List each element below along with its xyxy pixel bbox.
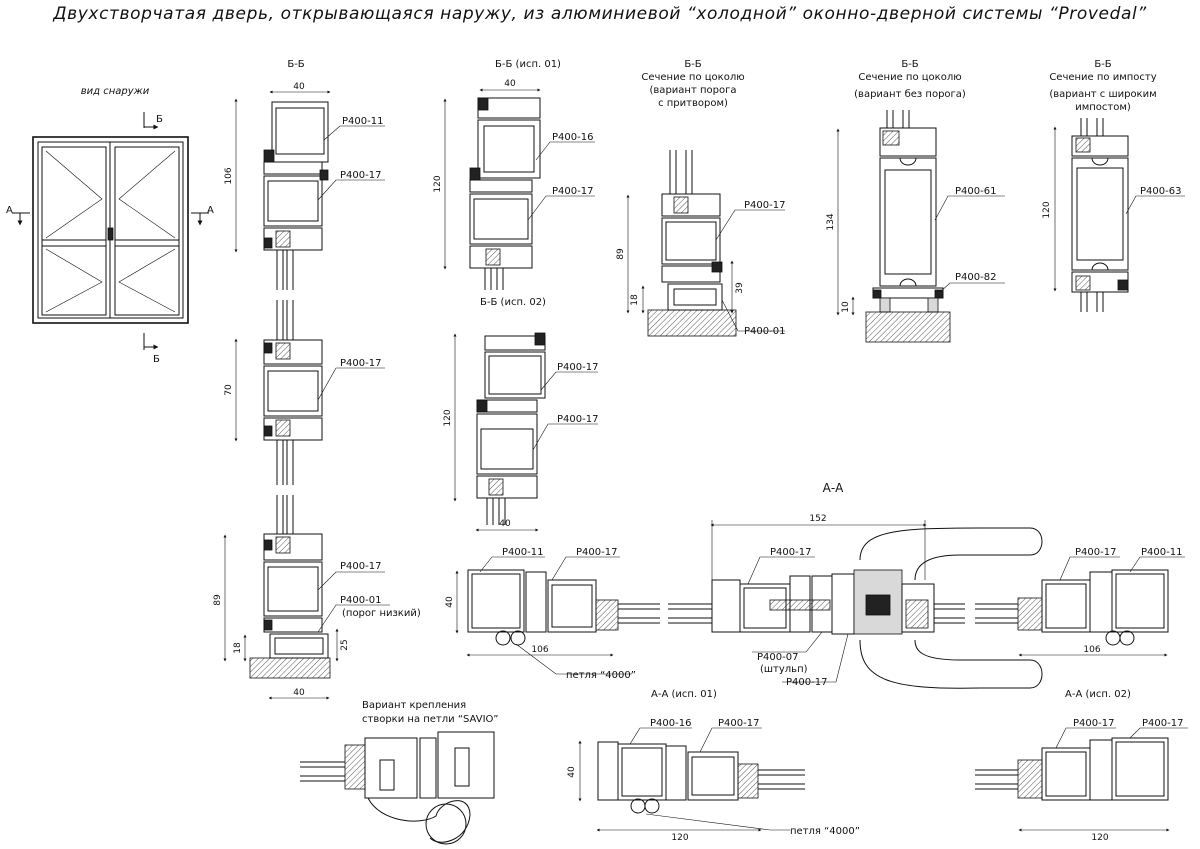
dim-40: 40	[567, 766, 577, 778]
plinth1-sub2: (вариант порога	[650, 85, 737, 96]
section-plinth-with-rebate: Б-Б Сечение по цоколю (вариант порога с …	[616, 59, 785, 337]
label-p400-11: P400-11	[342, 116, 383, 127]
label-p400-01: P400-01	[744, 326, 785, 337]
label-p400-07: P400-07	[757, 652, 798, 663]
cut-b-bottom: Б	[153, 354, 160, 365]
dim-40-top: 40	[293, 82, 305, 92]
cut-b-top: Б	[156, 114, 163, 125]
savio-line2: створки на петли “SAVIO”	[362, 714, 498, 725]
dim-120: 120	[443, 409, 453, 426]
dim-89: 89	[616, 248, 626, 260]
savio-line1: Вариант крепления	[362, 700, 466, 711]
label-p400-17-a: P400-17	[1073, 718, 1114, 729]
dim-89: 89	[213, 594, 223, 606]
section-wide-mullion: Б-Б Сечение по импосту (вариант с широки…	[1042, 59, 1185, 312]
label-mid-p400-17: P400-17	[770, 547, 811, 558]
label-p400-82: P400-82	[955, 272, 996, 283]
label-p400-01: P400-01	[340, 595, 381, 606]
dim-152: 152	[809, 514, 826, 524]
plinth2-sub2: (вариант без порога)	[854, 89, 966, 100]
label-p400-63: P400-63	[1140, 186, 1181, 197]
dim-10: 10	[841, 301, 851, 313]
label-p400-17: P400-17	[552, 186, 593, 197]
dim-120: 120	[671, 833, 688, 843]
section-bb-02-caption: Б-Б (исп. 02)	[480, 297, 546, 308]
label-left-p400-11: P400-11	[502, 547, 543, 558]
cut-a-left: А	[6, 205, 13, 216]
plinth1-caption: Б-Б	[684, 59, 701, 70]
label-p400-17-b: P400-17	[1142, 718, 1183, 729]
section-aa-02-caption: А-А (исп. 02)	[1065, 689, 1131, 700]
dim-120: 120	[1091, 833, 1108, 843]
cut-a-right: А	[207, 205, 214, 216]
dim-40: 40	[504, 79, 516, 89]
label-p400-17: P400-17	[718, 718, 759, 729]
label-low-threshold: (порог низкий)	[342, 608, 421, 619]
label-p400-61: P400-61	[955, 186, 996, 197]
label-p400-17-a: P400-17	[340, 170, 381, 181]
section-aa-02: А-А (исп. 02) 120 P400-17 P400-17	[975, 689, 1188, 843]
section-bb-01-caption: Б-Б (исп. 01)	[495, 59, 561, 70]
label-p400-17: P400-17	[744, 200, 785, 211]
mullion-sub3: импостом)	[1075, 102, 1131, 113]
label-right-p400-11: P400-11	[1141, 547, 1182, 558]
section-bb-01: Б-Б (исп. 01) 40 120 P400-16 P400-17	[433, 59, 595, 290]
plinth1-sub3: с притвором)	[658, 98, 728, 109]
label-hinge-4000: петля “4000”	[566, 670, 636, 681]
label-right-p400-17: P400-17	[1075, 547, 1116, 558]
section-aa-01-caption: А-А (исп. 01)	[651, 689, 717, 700]
mullion-caption: Б-Б	[1094, 59, 1111, 70]
section-aa-caption: А-А	[823, 481, 845, 495]
section-savio-hinge: Вариант крепления створки на петли “SAVI…	[300, 700, 498, 845]
dim-40: 40	[445, 596, 455, 608]
label-mid-p400-17-b: P400-17	[786, 677, 827, 688]
dim-25: 25	[340, 639, 350, 650]
plinth2-caption: Б-Б	[901, 59, 918, 70]
section-plinth-no-threshold: Б-Б Сечение по цоколю (вариант без порог…	[826, 59, 1005, 343]
dim-39: 39	[735, 282, 745, 294]
plinth1-sub1: Сечение по цоколю	[641, 72, 744, 83]
label-p400-17-b: P400-17	[557, 414, 598, 425]
dim-134: 134	[826, 213, 836, 230]
door-elevation: вид снаружи Б Б А А	[6, 86, 214, 365]
dim-40: 40	[499, 519, 511, 529]
label-p400-17-c: P400-17	[340, 561, 381, 572]
label-astragal: (штульп)	[760, 664, 808, 675]
dim-106-right: 106	[1083, 645, 1100, 655]
dim-120: 120	[1042, 201, 1052, 218]
dim-18: 18	[630, 294, 640, 306]
section-bb-02: Б-Б (исп. 02) 120 40 P400-17 P400-17	[443, 297, 598, 532]
mullion-sub2: (вариант с широким	[1049, 89, 1156, 100]
label-p400-17-b: P400-17	[340, 358, 381, 369]
dim-70: 70	[224, 384, 234, 396]
section-aa-01: А-А (исп. 01) 40 120 P400-16 P400-17 пет…	[567, 689, 860, 843]
plinth2-sub1: Сечение по цоколю	[858, 72, 961, 83]
section-bb: Б-Б 40 106 P400-11 P400-17	[213, 59, 421, 700]
label-p400-16: P400-16	[552, 132, 593, 143]
label-p400-16: P400-16	[650, 718, 691, 729]
dim-40-bottom: 40	[293, 688, 305, 698]
elevation-caption: вид снаружи	[81, 86, 150, 97]
dim-106: 106	[224, 167, 234, 184]
sheet-title: Двухстворчатая дверь, открывающаяся нару…	[52, 4, 1146, 24]
dim-106-left: 106	[531, 645, 548, 655]
mullion-sub1: Сечение по импосту	[1049, 72, 1156, 83]
label-left-p400-17: P400-17	[576, 547, 617, 558]
label-hinge-4000: петля “4000”	[790, 826, 860, 837]
section-aa: А-А 152 40 106 P400-11 P400-17 петля “40…	[445, 481, 1185, 689]
dim-120: 120	[433, 175, 443, 192]
dim-18: 18	[233, 642, 243, 654]
label-p400-17-a: P400-17	[557, 362, 598, 373]
section-bb-caption: Б-Б	[287, 59, 304, 70]
